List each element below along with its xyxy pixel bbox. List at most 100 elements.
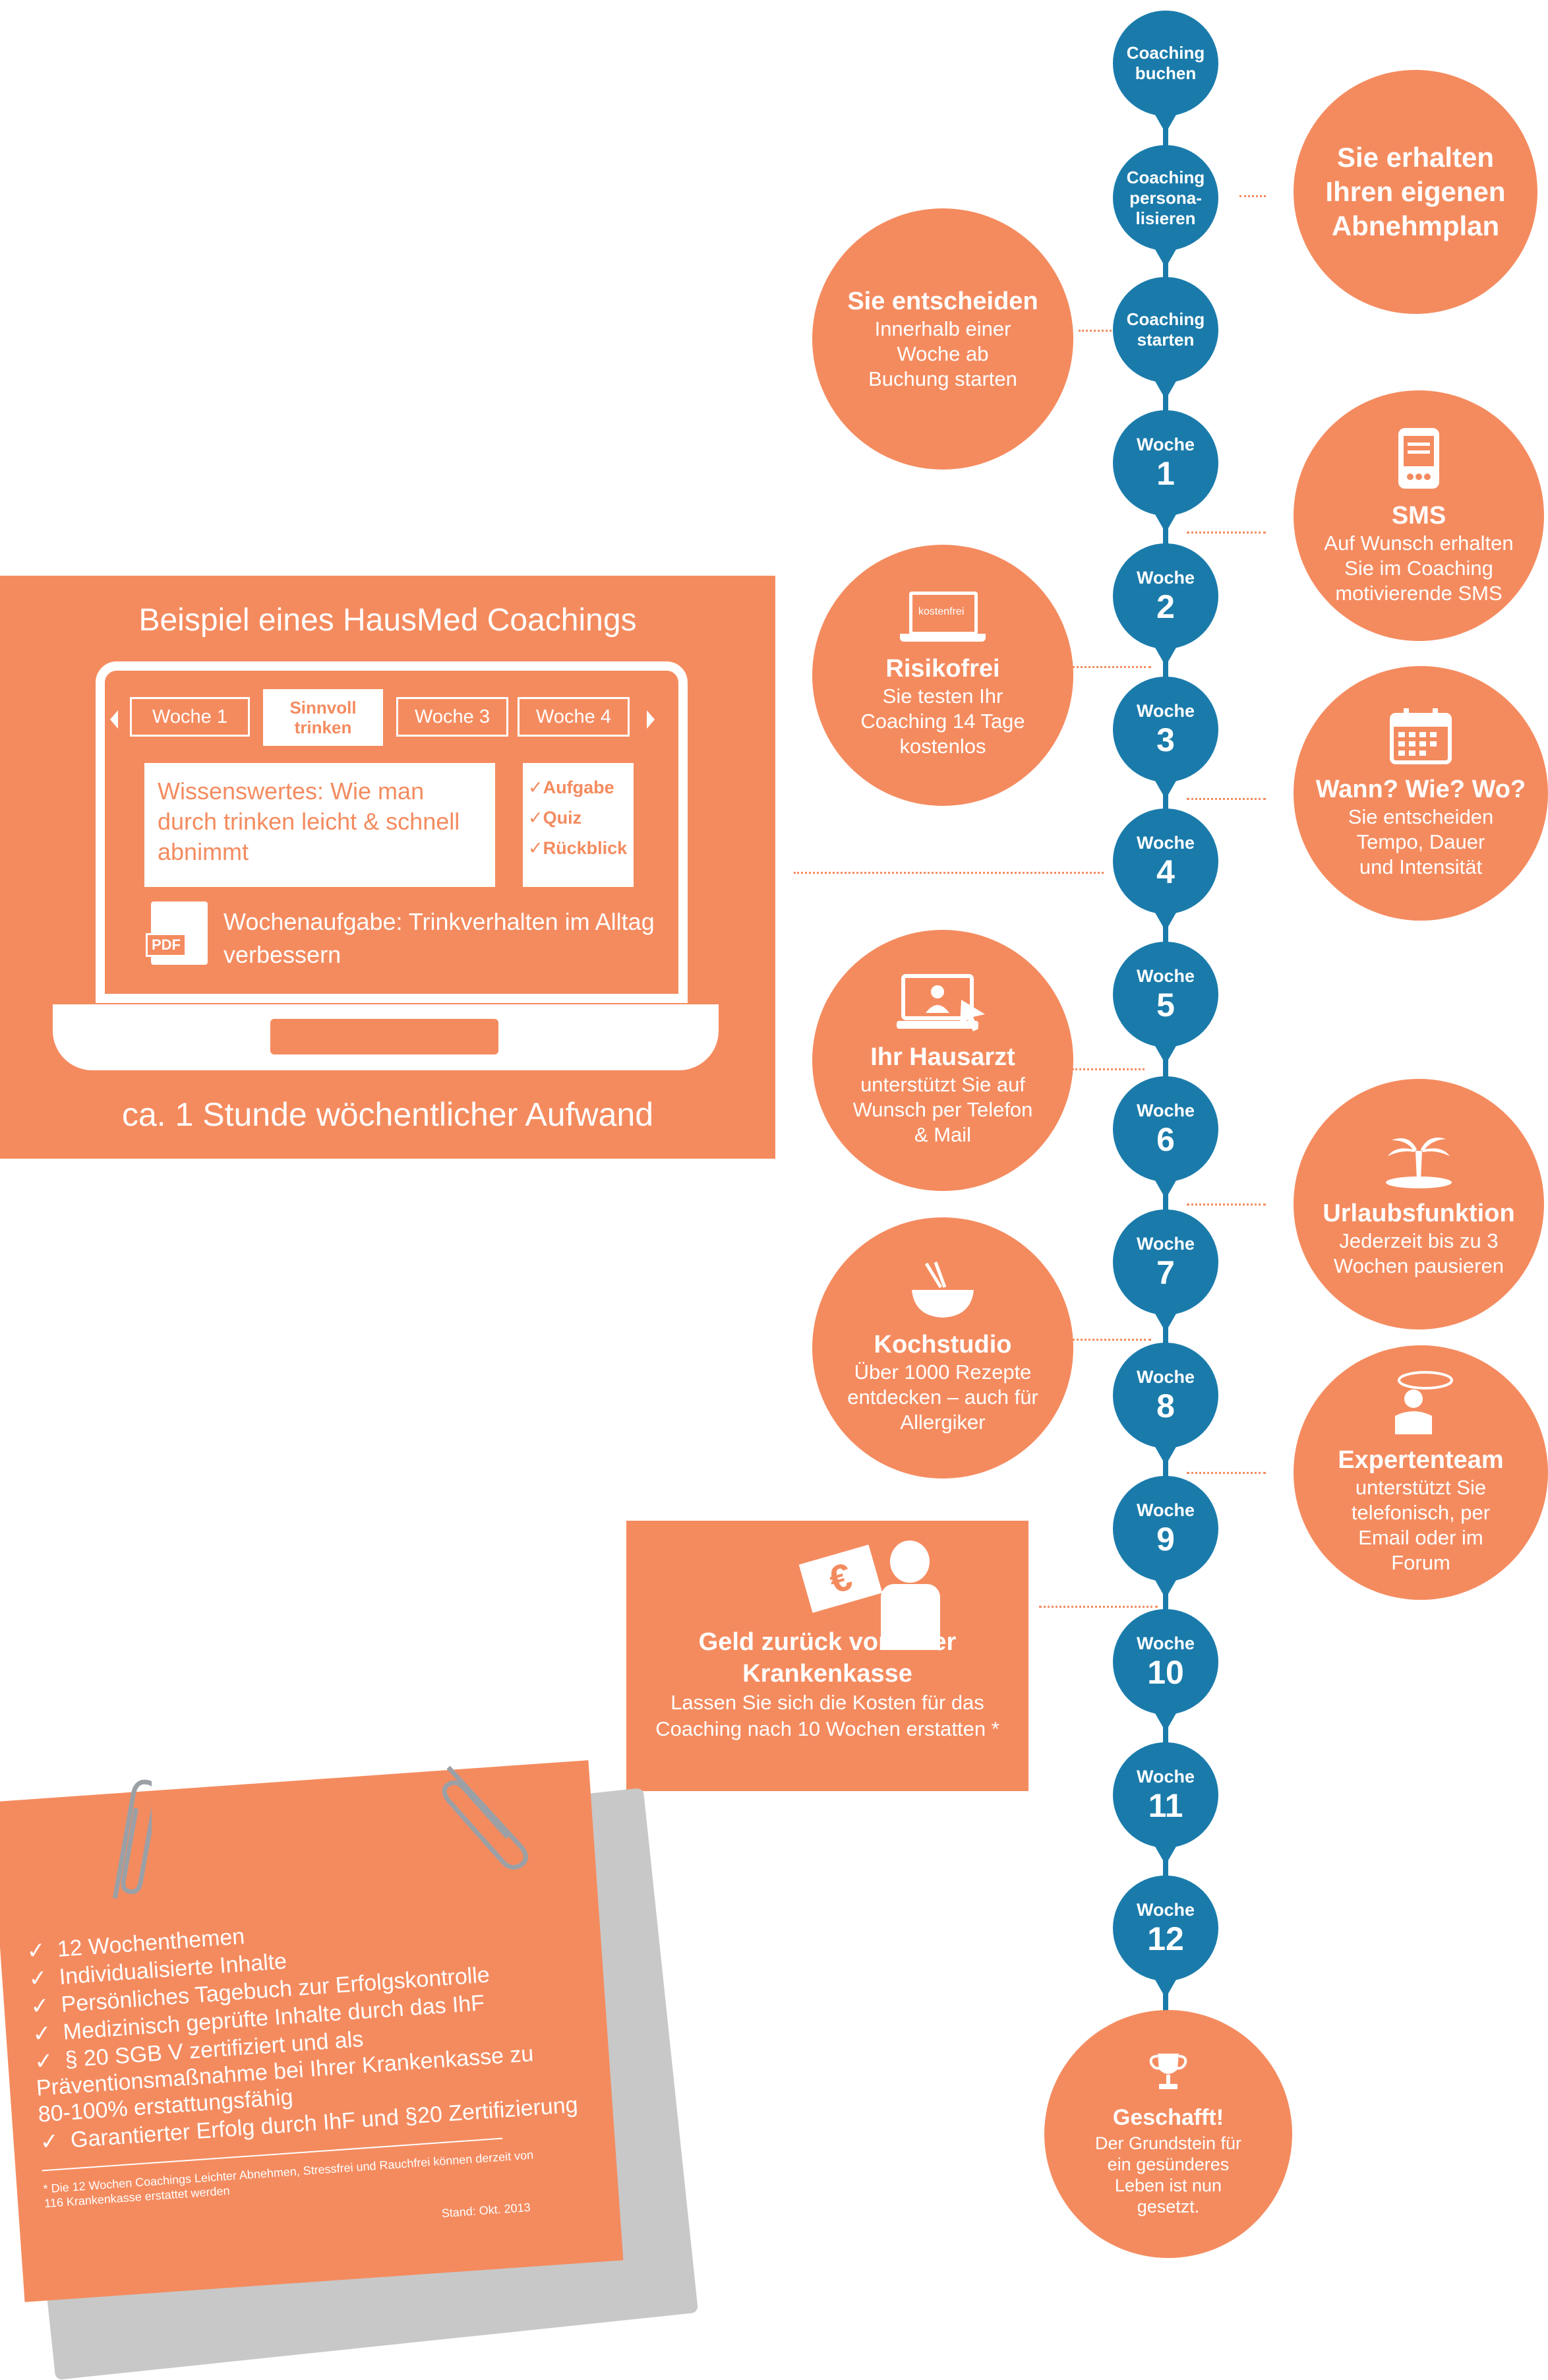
hausarzt-body: unterstützt Sie auf Wunsch per Telefon &… — [852, 1073, 1033, 1146]
geschafft-body: Der Grundstein für ein gesünderes Leben … — [1094, 2133, 1242, 2216]
node-pointer — [1155, 781, 1176, 799]
week-number: 8 — [1156, 1387, 1175, 1424]
node-label: Coaching starten — [1126, 309, 1205, 350]
check-rueckblick[interactable]: ✓Rückblick — [528, 838, 628, 858]
node-label: Woche — [1136, 1366, 1195, 1387]
week-number: 7 — [1156, 1254, 1175, 1291]
node-pointer — [1155, 1846, 1176, 1865]
connector — [1072, 1339, 1151, 1341]
week-number: 1 — [1156, 454, 1175, 492]
node-label: Woche — [1136, 567, 1195, 588]
experten-body: unterstützt Sie telefonisch, per Email o… — [1351, 1476, 1491, 1574]
tab-woche-1[interactable]: Woche 1 — [130, 697, 250, 737]
connector — [1072, 666, 1151, 668]
connector — [1187, 1472, 1266, 1474]
node-pointer — [1155, 1580, 1176, 1599]
node-label: Woche — [1136, 1633, 1195, 1653]
note-footnote: * Die 12 Wochen Coachings Leichter Abneh… — [43, 2148, 534, 2211]
node-pointer — [1155, 514, 1176, 533]
node-label: Woche — [1136, 1500, 1195, 1520]
wann-title: Wann? Wie? Wo? — [1315, 776, 1526, 803]
kochstudio-body: Über 1000 Rezepte entdecken – auch für A… — [847, 1360, 1038, 1434]
week-number: 9 — [1156, 1520, 1175, 1558]
timeline-step-1: Coaching buchen — [1113, 11, 1218, 133]
node-label: Woche — [1136, 1766, 1195, 1786]
week-number: 6 — [1156, 1120, 1175, 1158]
urlaub-body: Jederzeit bis zu 3 Wochen pausieren — [1334, 1229, 1504, 1277]
week-number: 3 — [1156, 721, 1175, 758]
check-aufgabe[interactable]: ✓Aufgabe — [528, 778, 614, 797]
kostenfrei-badge: kostenfrei — [918, 606, 965, 617]
node-pointer — [1155, 381, 1176, 400]
euro-bill-icon: € — [798, 1544, 883, 1613]
pdf-label: PDF — [146, 933, 187, 957]
check-quiz[interactable]: ✓Quiz — [528, 808, 582, 828]
checklist-box: ✓Aufgabe ✓Quiz ✓Rückblick — [523, 763, 634, 887]
example-title: Beispiel eines HausMed Coachings — [138, 603, 637, 638]
node-pointer — [1155, 1447, 1176, 1465]
tab-sinnvoll-trinken[interactable]: Sinnvoll trinken — [263, 689, 383, 746]
doctor-screen-icon — [897, 974, 985, 1031]
note-stand: Stand: Okt. 2013 — [441, 2200, 531, 2220]
tab-woche-3[interactable]: Woche 3 — [396, 697, 508, 737]
node-label: Coaching persona-lisieren — [1126, 167, 1205, 228]
laptop-base — [53, 1004, 719, 1070]
example-footer: ca. 1 Stunde wöchentlicher Aufwand — [121, 1096, 654, 1133]
palm-tree-icon — [1386, 1138, 1452, 1188]
timeline-step-2: Coaching persona-lisieren — [1113, 145, 1218, 268]
paperclip-icon — [112, 1779, 152, 1899]
week-number: 5 — [1156, 986, 1175, 1023]
risikofrei-circle: kostenfrei Risikofrei Sie testen Ihr Coa… — [812, 545, 1073, 806]
week-number: 11 — [1148, 1786, 1183, 1824]
node-label: Woche — [1136, 1233, 1195, 1254]
trophy-icon — [1149, 2054, 1187, 2089]
sms-body: Auf Wunsch erhalten Sie im Coaching moti… — [1324, 532, 1514, 605]
entscheiden-circle: Sie entscheiden Innerhalb einer Woche ab… — [812, 208, 1073, 470]
kochstudio-circle: Kochstudio Über 1000 Rezepte entdecken –… — [812, 1217, 1073, 1479]
week-number: 2 — [1156, 588, 1175, 625]
money-body: Lassen Sie sich die Kosten für das Coach… — [655, 1691, 999, 1740]
sms-circle: SMS Auf Wunsch erhalten Sie im Coaching … — [1294, 390, 1544, 641]
geschafft-circle: Geschafft! Der Grundstein für ein gesünd… — [1044, 2010, 1292, 2258]
node-label: Woche — [1136, 434, 1195, 454]
bowl-icon — [912, 1262, 974, 1318]
node-pointer — [1155, 115, 1176, 133]
expert-icon — [1395, 1371, 1453, 1434]
laptop-screen: Woche 1 Sinnvoll trinken Woche 3 Woche 4… — [96, 661, 688, 1003]
paperclip-icon — [442, 1765, 528, 1870]
connector — [1187, 1204, 1266, 1205]
node-pointer — [1155, 648, 1176, 666]
urlaub-circle: Urlaubsfunktion Jederzeit bis zu 3 Woche… — [1294, 1079, 1544, 1329]
node-pointer — [1155, 1314, 1176, 1332]
calendar-icon — [1390, 708, 1452, 764]
week-number: 10 — [1147, 1653, 1184, 1691]
timeline-line — [1163, 53, 1168, 2090]
laptop-icon: kostenfrei — [900, 592, 986, 644]
tab-woche-4[interactable]: Woche 4 — [518, 697, 630, 737]
connector — [794, 872, 1104, 874]
connector — [1239, 195, 1266, 197]
connector — [1187, 532, 1266, 534]
prev-arrow-icon[interactable] — [110, 710, 118, 729]
node-pointer — [1155, 249, 1176, 268]
abnehmplan-circle: Sie erhalten Ihren eigenen Abnehmplan — [1294, 70, 1537, 314]
connector — [1039, 1606, 1158, 1608]
wann-circle: Wann? Wie? Wo? Sie entscheiden Tempo, Da… — [1294, 666, 1548, 921]
entscheiden-body: Innerhalb einer Woche ab Buchung starten — [868, 317, 1017, 390]
week-number: 4 — [1156, 853, 1175, 890]
feature-list: ✓12 Wochenthemen ✓Individualisierte Inha… — [26, 1901, 579, 2156]
node-pointer — [1155, 1980, 1176, 1998]
next-arrow-icon[interactable] — [647, 710, 655, 729]
pdf-icon[interactable]: PDF — [146, 901, 208, 965]
kochstudio-title: Kochstudio — [874, 1331, 1012, 1358]
knowledge-box: Wissenswertes: Wie man durch trinken lei… — [144, 763, 495, 887]
money-back-box: € Geld zurück von Ihrer Krankenkasse Las… — [626, 1521, 1028, 1791]
connector — [1072, 1068, 1145, 1070]
timeline-step-3: Coaching starten — [1113, 277, 1218, 400]
weekly-task: Wochenaufgabe: Trinkverhalten im Alltag … — [223, 908, 655, 968]
